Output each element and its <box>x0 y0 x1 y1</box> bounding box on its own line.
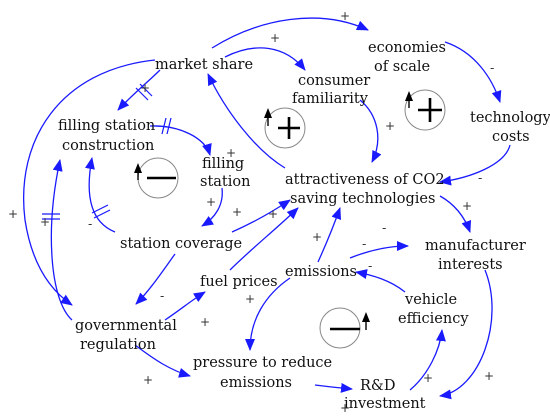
edge-market-share-to-governmental-regulation <box>23 59 156 306</box>
node-manufacturer-interests-line1: manufacturer <box>425 238 526 254</box>
node-emissions: emissions <box>285 264 357 280</box>
node-rd-investment-line2: investment <box>344 396 426 412</box>
edge-economies-to-technology-costs <box>444 41 502 103</box>
delay-mark-gov-to-fsc <box>42 213 60 220</box>
edge-filling-station-construction-to-filling-station <box>149 125 212 156</box>
polarity-fuel-attract: + <box>268 207 278 221</box>
delay-marks <box>42 83 172 220</box>
polarity-market-consumer: + <box>270 31 280 45</box>
delay-mark-market-to-fsc <box>135 83 153 101</box>
node-manufacturer-interests-line2: interests <box>438 257 503 273</box>
node-fuel-prices: fuel prices <box>200 274 278 290</box>
polarity-market-gov: + <box>8 207 18 221</box>
polarity-gov-pressure: + <box>143 373 153 387</box>
node-technology-costs-line1: technology <box>470 110 550 126</box>
polarity-emissions-attract: + <box>312 230 322 244</box>
polarity-market-economies: + <box>340 9 350 23</box>
node-governmental-regulation-line1: governmental <box>75 318 177 334</box>
node-rd-investment-line1: R&D <box>360 378 395 394</box>
node-economies-of-scale-line2: of scale <box>374 59 430 75</box>
edge-consumer-familiarity-to-attractiveness <box>359 99 382 163</box>
polarity-vehicle-emissions: - <box>368 259 372 273</box>
node-technology-costs-line2: costs <box>492 129 530 145</box>
node-economies-of-scale-line1: economies <box>368 40 446 56</box>
polarity-pressure-rd: + <box>340 401 350 415</box>
edge-governmental-regulation-to-pressure <box>134 344 191 378</box>
polarity-gov-fsc: + <box>40 215 50 229</box>
edge-station-coverage-to-governmental-regulation <box>135 253 176 305</box>
node-pressure-to-reduce-emissions-line2: emissions <box>220 375 292 391</box>
loop-balancing-filling-station <box>134 157 179 199</box>
polarity-gov-fuel: + <box>200 315 210 329</box>
node-station-coverage: station coverage <box>120 236 242 252</box>
edge-market-share-to-filling-station-construction <box>117 69 161 111</box>
node-vehicle-efficiency-line2: efficiency <box>398 311 469 327</box>
polarity-emissions-manuf: - <box>362 237 366 251</box>
node-labels: market share economies of scale consumer… <box>58 40 550 412</box>
edge-emissions-to-manufacturer-interests <box>349 241 409 259</box>
edge-market-share-to-consumer-familiarity <box>224 47 306 71</box>
edge-governmental-regulation-to-fuel-prices <box>164 291 206 321</box>
edge-manufacturer-interests-to-rd <box>439 269 493 400</box>
edges <box>23 17 511 400</box>
loop-reinforcing-market-consumer <box>264 107 306 149</box>
node-filling-station-construction-line1: filling station <box>58 118 155 134</box>
node-filling-station-line1: filling <box>202 156 244 172</box>
polarity-rd-vehicle: + <box>423 371 433 385</box>
polarity-emissions-manuf-2: - <box>382 221 386 235</box>
polarity-emissions-pressure: + <box>245 292 255 306</box>
polarity-coverage-gov: - <box>160 289 164 303</box>
polarity-consumer-attract: + <box>385 119 395 133</box>
delay-mark-coverage-to-fsc <box>91 204 111 219</box>
edge-market-share-to-economies <box>211 17 369 49</box>
edge-pressure-to-rd <box>314 382 353 393</box>
edge-fuel-prices-to-attractiveness <box>229 207 299 271</box>
node-vehicle-efficiency-line1: vehicle <box>404 292 457 308</box>
polarity-signs: + + - + - + + + + + - + + - + + - - - + … <box>8 9 494 415</box>
edge-attractiveness-to-manufacturer-interests <box>439 195 472 233</box>
polarity-manuf-rd: + <box>484 369 494 383</box>
polarity-coverage-fsc: - <box>88 217 92 231</box>
node-filling-station-construction-line2: construction <box>62 138 154 154</box>
node-consumer-familiarity-line2: familiarity <box>292 91 369 107</box>
node-market-share: market share <box>155 57 253 73</box>
edge-station-coverage-to-attractiveness <box>231 199 291 233</box>
polarity-economies-costs: - <box>490 61 494 75</box>
polarity-fs-coverage: + <box>206 195 216 209</box>
polarity-attract-market: + <box>140 81 150 95</box>
polarity-costs-attract: - <box>478 171 482 185</box>
loop-balancing-vehicle-efficiency <box>319 307 370 349</box>
loop-reinforcing-economies <box>404 89 446 131</box>
edge-rd-to-vehicle-efficiency <box>409 329 446 391</box>
node-attractiveness-line2: saving technologies <box>290 191 435 207</box>
edge-filling-station-to-station-coverage <box>201 187 223 227</box>
node-filling-station-line2: station <box>200 174 250 190</box>
edge-technology-costs-to-attractiveness <box>439 144 511 186</box>
node-consumer-familiarity-line1: consumer <box>298 73 370 89</box>
edge-emissions-to-pressure <box>245 277 291 351</box>
edge-vehicle-efficiency-to-emissions <box>355 269 406 293</box>
node-pressure-to-reduce-emissions-line1: pressure to reduce <box>193 355 332 371</box>
edge-attractiveness-to-market-share <box>207 73 286 169</box>
node-governmental-regulation-line2: regulation <box>80 337 156 353</box>
edge-station-coverage-to-filling-station-construction <box>85 157 116 233</box>
polarity-coverage-attract: + <box>232 205 242 219</box>
polarity-attract-manuf: + <box>462 199 472 213</box>
node-attractiveness-line1: attractiveness of CO2 <box>285 172 445 188</box>
delay-mark-fsc-to-fs <box>161 117 172 135</box>
edge-emissions-to-attractiveness <box>317 207 342 263</box>
edge-governmental-regulation-to-filling-station-construction <box>50 159 73 321</box>
polarity-fsc-fs: + <box>226 146 236 160</box>
